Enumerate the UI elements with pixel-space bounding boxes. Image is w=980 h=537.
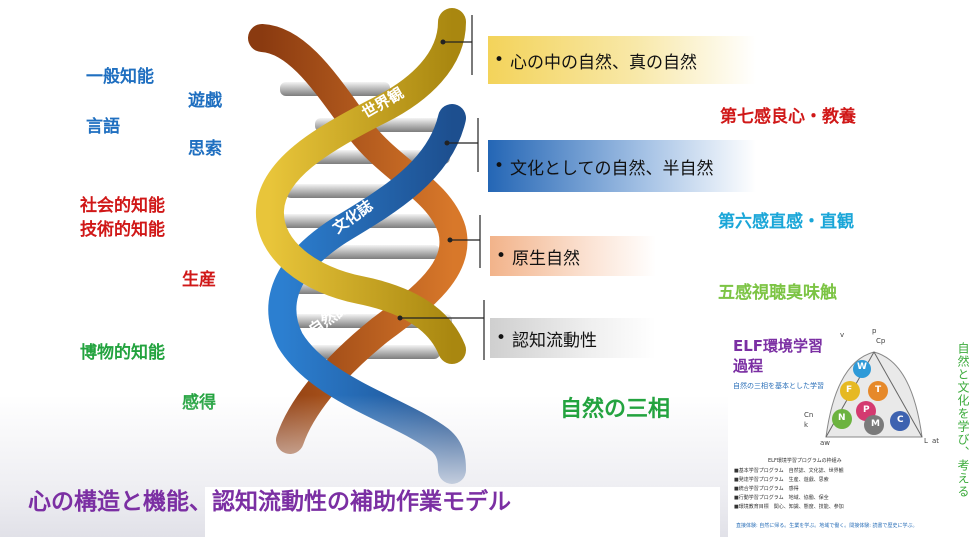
thinking-label: 思索	[188, 139, 222, 159]
elf-petal-w: W	[857, 362, 867, 372]
elf-list-heading: ELF環境学習プログラムの枠組み	[768, 458, 842, 464]
elf-axis-aw: aw	[820, 439, 831, 447]
sixth-sense-label: 第六感直感・直観	[718, 212, 854, 232]
elf-petal-diagram	[825, 351, 923, 438]
elf-program-item: ■発達学習プログラム 生産、遊戯、思索	[734, 477, 829, 483]
three-aspects-label: 自然の三相	[560, 397, 671, 422]
elf-footer-line: 直接体験: 自然に帰る。生業を学ぶ。地域で働く。間接体験: 読書で歴史に学ぶ。	[736, 523, 918, 529]
band-wild-nature: •原生自然	[490, 236, 656, 276]
elf-petal-p: P	[863, 405, 870, 415]
footer-white-box	[205, 487, 720, 537]
elf-axis-cn: Cn	[804, 411, 814, 419]
elf-axis-k: k	[804, 421, 809, 429]
production-label: 生産	[182, 270, 216, 290]
five-senses-label: 五感視聴臭味触	[718, 283, 837, 303]
band-semi-nature: •文化としての自然、半自然	[488, 140, 756, 192]
elf-title-line1: ELF環境学習	[733, 337, 824, 355]
band-wild-nature-text: 原生自然	[512, 248, 581, 269]
elf-learning-card: ELF環境学習 過程 自然の三相を基本とした学習 W F T P N M C v…	[728, 325, 950, 537]
footer-title: 心の構造と機能、認知流動性の補助作業モデル	[28, 489, 511, 515]
elf-petal-n: N	[838, 413, 846, 423]
elf-program-item: ■統合学習プログラム 感得	[734, 486, 799, 492]
band-true-nature-text: 心の中の自然、真の自然	[510, 52, 698, 73]
seventh-sense-label: 第七感良心・教養	[720, 107, 856, 127]
elf-petal-t: T	[875, 385, 882, 395]
pointer-lines	[400, 15, 485, 360]
elf-axis-cp: Cp	[876, 337, 886, 345]
language-label: 言語	[86, 117, 120, 137]
elf-program-item: ■環境教育目標 関心、知識、態度、技能、参加	[734, 504, 844, 510]
elf-petal-c: C	[897, 415, 904, 425]
elf-axis-at: at	[932, 437, 940, 445]
band-cognitive-fluidity-text: 認知流動性	[512, 330, 598, 351]
elf-program-list: ■基本学習プログラム 自然誌、文化誌、世界観 ■発達学習プログラム 生産、遊戯、…	[734, 467, 844, 512]
play-label: 遊戯	[188, 91, 222, 111]
social-intelligence-label: 社会的知能	[80, 196, 165, 216]
band-semi-nature-text: 文化としての自然、半自然	[510, 158, 714, 179]
worldview-strand	[256, 8, 466, 364]
elf-petal-m: M	[871, 419, 880, 429]
elf-title-line2: 過程	[733, 357, 764, 375]
elf-program-item: ■行動学習プログラム 地域、協働、保全	[734, 495, 829, 501]
elf-program-item: ■基本学習プログラム 自然誌、文化誌、世界観	[734, 468, 844, 474]
band-cognitive-fluidity: •認知流動性	[490, 318, 656, 358]
band-true-nature: •心の中の自然、真の自然	[488, 36, 756, 84]
general-intelligence-label: 一般知能	[86, 67, 154, 87]
natural-history-intelligence-label: 博物的知能	[80, 343, 165, 363]
technical-intelligence-label: 技術的知能	[80, 220, 165, 240]
elf-subtitle: 自然の三相を基本とした学習	[733, 382, 824, 390]
vertical-slogan: 自然と文化を学び、考える	[956, 342, 970, 498]
elf-axis-v: v	[840, 331, 845, 339]
elf-axis-p: p	[872, 327, 877, 335]
elf-axis-l: L	[924, 437, 928, 445]
elf-petal-f: F	[846, 385, 853, 395]
